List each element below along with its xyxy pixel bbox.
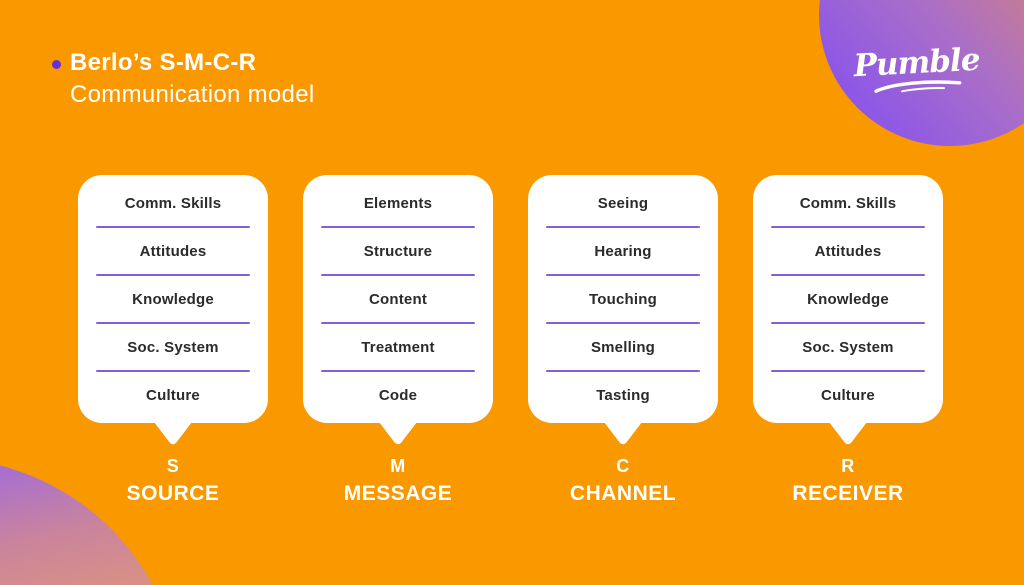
logo-underline-swash xyxy=(874,80,962,93)
divider-line xyxy=(321,322,475,324)
card-item: Comm. Skills xyxy=(124,194,222,212)
card-item: Soc. System xyxy=(127,338,219,356)
card-item: Attitudes xyxy=(139,242,207,260)
card-item: Smelling xyxy=(590,338,656,356)
card-item: Touching xyxy=(589,290,657,308)
divider-line xyxy=(96,370,250,372)
divider-line xyxy=(96,274,250,276)
divider-line xyxy=(321,226,475,228)
card-tail-pointer xyxy=(379,422,417,445)
card-word: MESSAGE xyxy=(343,482,453,505)
card-item: Content xyxy=(368,290,428,308)
pumble-logo: Pumble xyxy=(852,41,981,96)
card-item: Attitudes xyxy=(814,242,882,260)
divider-line xyxy=(546,274,700,276)
bullet-icon xyxy=(52,60,61,69)
divider-line xyxy=(771,322,925,324)
card-letter: M xyxy=(390,456,406,476)
card-item: Structure xyxy=(363,242,433,260)
card-letter: R xyxy=(841,456,855,476)
card-item: Knowledge xyxy=(132,290,214,308)
divider-line xyxy=(546,322,700,324)
card-item: Culture xyxy=(146,386,200,404)
divider-line xyxy=(96,226,250,228)
divider-line xyxy=(546,226,700,228)
divider-line xyxy=(771,370,925,372)
divider-line xyxy=(321,370,475,372)
page-title: Berlo’s S-M-C-R Communication model xyxy=(46,47,314,111)
divider-line xyxy=(546,370,700,372)
card-tail-pointer xyxy=(154,422,192,445)
card-item: Elements xyxy=(363,194,433,212)
card-item: Tasting xyxy=(596,386,650,404)
card-letter: C xyxy=(616,456,630,476)
divider-line xyxy=(321,274,475,276)
card-tail-pointer xyxy=(604,422,642,445)
title-line-regular: Communication model xyxy=(70,81,315,108)
card-tail-pointer xyxy=(829,422,867,445)
divider-line xyxy=(96,322,250,324)
card-item: Hearing xyxy=(594,242,652,260)
card-word: SOURCE xyxy=(126,482,220,505)
card-item: Seeing xyxy=(597,194,649,212)
card-item: Comm. Skills xyxy=(799,194,897,212)
card-word: CHANNEL xyxy=(569,482,677,505)
divider-line xyxy=(771,226,925,228)
card-word: RECEIVER xyxy=(792,482,904,505)
card-item: Knowledge xyxy=(807,290,889,308)
title-line-bold: Berlo’s S-M-C-R xyxy=(70,49,257,76)
card-letter: S xyxy=(166,456,180,476)
card-item: Code xyxy=(378,386,418,404)
card-item: Soc. System xyxy=(802,338,894,356)
card-item: Culture xyxy=(821,386,875,404)
divider-line xyxy=(771,274,925,276)
card-item: Treatment xyxy=(361,338,435,356)
pumble-logo-text: Pumble xyxy=(852,41,981,85)
